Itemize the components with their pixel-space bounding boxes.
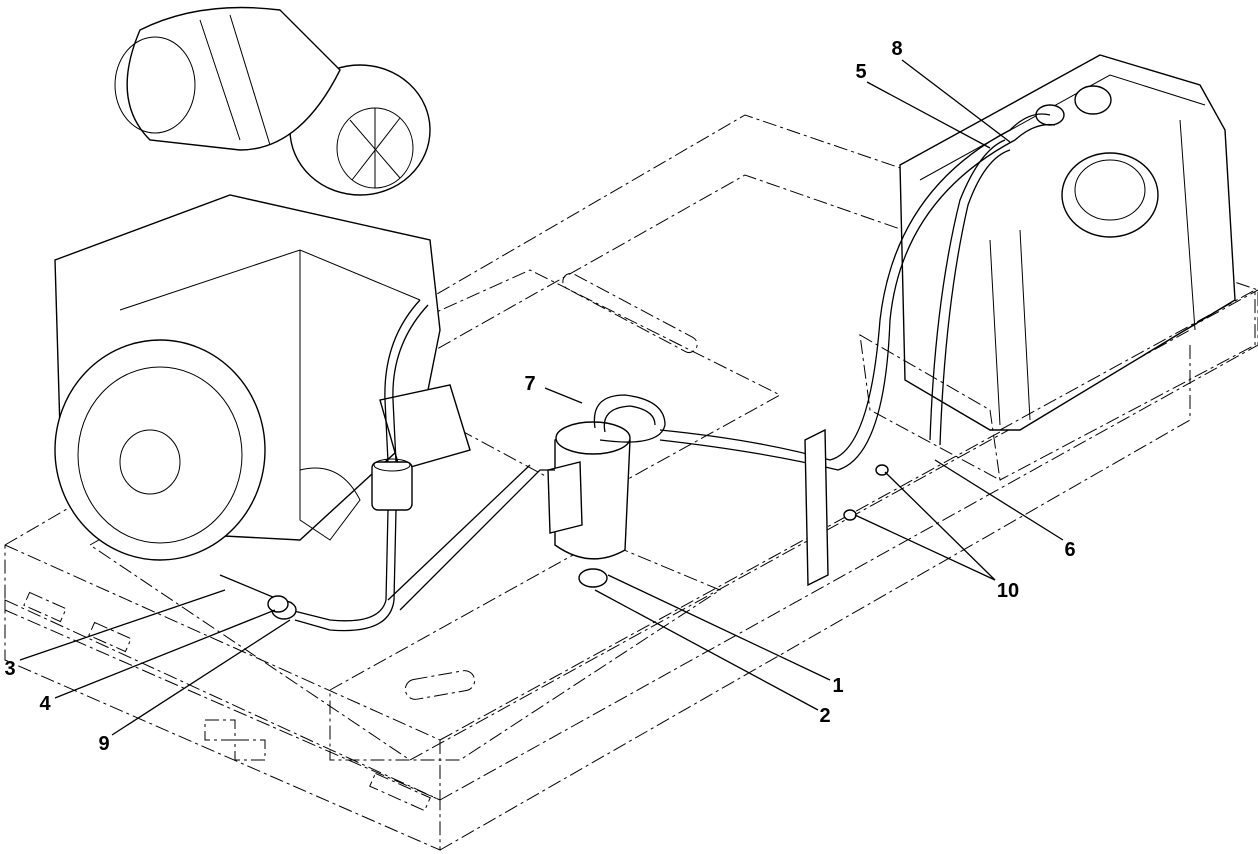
fuel-hoses (219, 113, 1056, 632)
fuel-filter-assembly (547, 394, 666, 588)
callout-4: 4 (39, 693, 51, 715)
callout-8: 8 (891, 38, 902, 60)
hose-fitting (267, 595, 297, 620)
callout-6: 6 (1064, 539, 1075, 561)
callout-3: 3 (4, 658, 15, 680)
inline-fuel-filter (371, 458, 413, 511)
callout-5: 5 (855, 61, 866, 83)
callout-leaders (19, 59, 1064, 736)
center-plate (328, 269, 782, 761)
callout-labels: 1 2 3 4 5 6 7 8 9 10 (4, 38, 1075, 755)
engine (54, 6, 471, 561)
callout-7: 7 (524, 373, 535, 395)
callout-10: 10 (997, 580, 1019, 602)
mounting-bracket (804, 428, 889, 587)
callout-1: 1 (832, 675, 843, 697)
fuel-tank (859, 54, 1256, 481)
callout-9: 9 (98, 733, 109, 755)
callout-2: 2 (819, 705, 830, 727)
